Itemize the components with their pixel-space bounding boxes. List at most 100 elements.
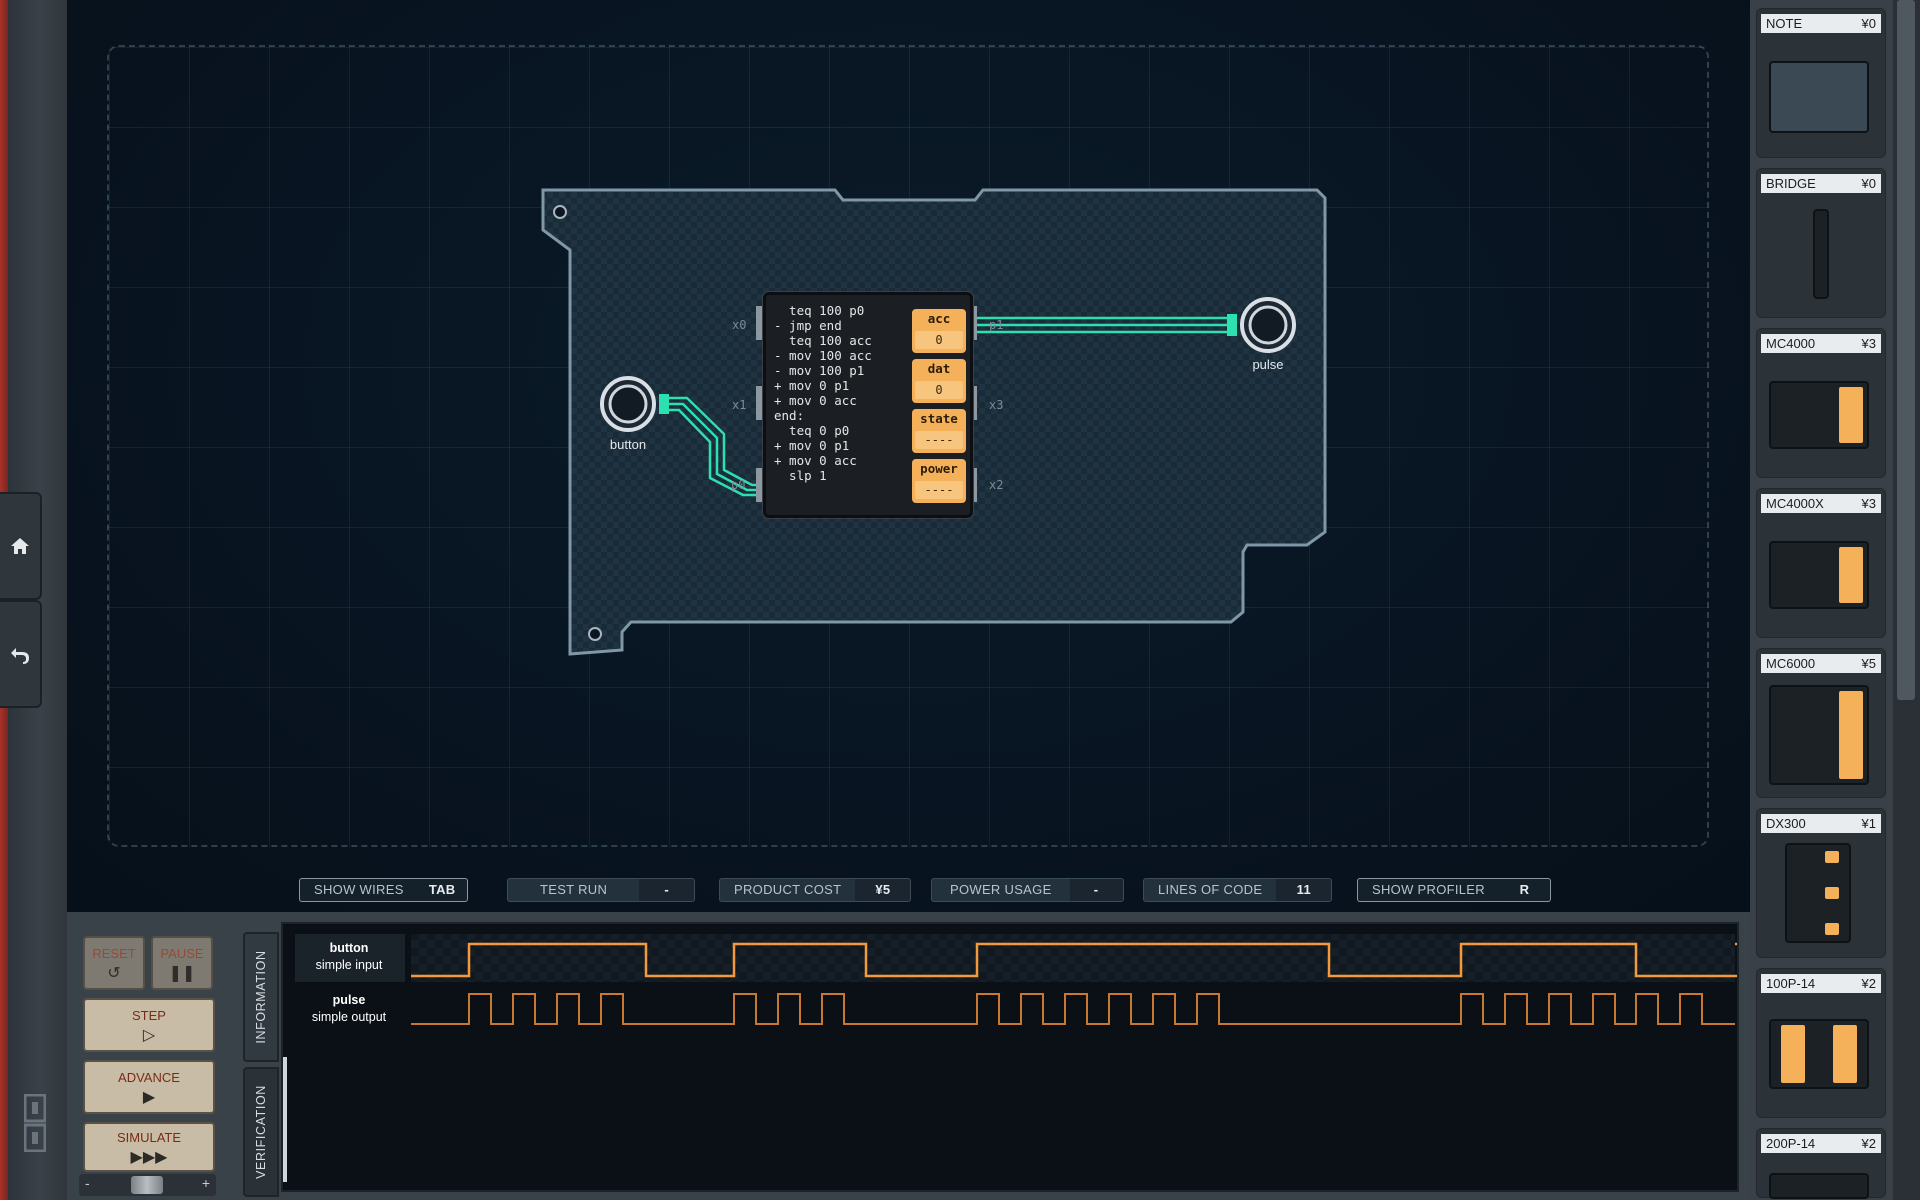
code-line: end: [774,408,805,423]
show-wires-label: SHOW WIRES [299,878,418,902]
palette-item-cost: ¥2 [1861,976,1876,991]
register-power: power ---- [912,459,966,503]
palette-item-cost: ¥1 [1861,816,1876,831]
palette-item-cost: ¥0 [1861,176,1876,191]
palette-item-mc4000x[interactable]: MC4000X ¥3 [1756,488,1886,638]
register-value: ---- [915,481,963,499]
speed-slider[interactable]: - + [79,1174,216,1196]
pause-label: PAUSE [160,946,204,961]
product-cost-value: ¥5 [855,878,912,902]
wire-p1-pulse [977,316,1235,334]
speed-minus[interactable]: - [85,1175,90,1191]
pause-button[interactable]: PAUSE ❚❚ [151,936,213,990]
show-profiler-key: R [1498,878,1551,902]
circuit-workspace[interactable]: teq 100 p0- jmp end teq 100 acc- mov 100… [67,0,1750,912]
port-label-x1: x1 [732,398,747,412]
step-label: STEP [132,1008,166,1023]
port-label-p0: p0 [731,478,746,492]
signal-name: pulse [332,993,366,1007]
palette-item-bridge[interactable]: BRIDGE¥0 [1756,168,1886,318]
fast-forward-icon: ▶▶▶ [130,1149,168,1166]
lines-of-code-stat: LINES OF CODE 11 [1143,878,1333,902]
button-label: button [609,437,647,452]
code-line: teq 100 acc [774,333,872,348]
register-name: acc [927,311,951,326]
power-usage-value: - [1069,878,1124,902]
simulation-panel: RESET ↺ PAUSE ❚❚ STEP ▷ ADVANCE ▶ SIMULA… [67,912,1750,1200]
palette-item-cost: ¥3 [1861,336,1876,351]
signal-waveforms: button simple input pulse simple output [281,922,1739,1192]
palette-item-name: MC6000 [1766,656,1816,671]
palette-item-note[interactable]: NOTE¥0 [1756,8,1886,158]
palette-item-100p-14[interactable]: 100P-14¥2 [1756,968,1886,1118]
code-line: teq 100 p0 [774,303,865,318]
board-mount-hole [553,205,567,219]
show-wires-toggle[interactable]: SHOW WIRES TAB [299,878,468,902]
lines-of-code-label: LINES OF CODE [1143,878,1277,902]
palette-item-name: MC4000X [1766,496,1824,511]
show-profiler-label: SHOW PROFILER [1357,878,1499,902]
pulse-waveform [411,993,1735,1025]
tab-verification-label: VERIFICATION [254,1085,268,1179]
code-editor[interactable]: teq 100 p0- jmp end teq 100 acc- mov 100… [774,303,872,483]
register-name: power [920,461,958,476]
pulse-label: pulse [1252,357,1284,372]
reset-button[interactable]: RESET ↺ [83,936,145,990]
tab-scroll-indicator[interactable] [283,1057,287,1182]
advance-label: ADVANCE [118,1070,180,1085]
code-line: + mov 0 p1 [774,438,850,453]
code-line: - mov 100 acc [774,348,872,363]
test-run-stat: TEST RUN - [507,878,696,902]
port-label-x3: x3 [989,398,1004,412]
register-value: ---- [915,431,963,449]
undo-icon [11,648,29,664]
status-bar: SHOW WIRES TAB TEST RUN - PRODUCT COST ¥… [67,870,1750,910]
advance-button[interactable]: ADVANCE ▶ [83,1060,215,1114]
palette-item-mc6000[interactable]: MC6000 ¥5 [1756,648,1886,798]
wire-button-p0 [662,396,757,497]
tab-verification[interactable]: VERIFICATION [243,1067,279,1197]
code-line: slp 1 [774,468,827,483]
palette-item-name: NOTE [1766,16,1803,31]
step-button[interactable]: STEP ▷ [83,998,215,1052]
palette-item-cost: ¥3 [1861,496,1876,511]
palette-item-dx300[interactable]: DX300 ¥1 [1756,808,1886,958]
register-state: state ---- [912,409,966,453]
power-usage-label: POWER USAGE [931,878,1070,902]
code-line: + mov 0 p1 [774,378,850,393]
speed-knob[interactable] [131,1176,163,1194]
test-run-label: TEST RUN [507,878,640,902]
palette-item-name: MC4000 [1766,336,1816,351]
pulse-lane [295,986,405,1034]
show-wires-key: TAB [417,878,468,902]
port-label-x2: x2 [989,478,1004,492]
port-label-p1: p1 [989,318,1004,332]
reset-icon: ↺ [107,965,121,982]
power-usage-stat: POWER USAGE - [931,878,1124,902]
tab-information[interactable]: INFORMATION [243,932,279,1062]
signal-button-label: button simple input [295,940,403,974]
palette-item-cost: ¥5 [1861,656,1876,671]
register-dat: dat 0 [912,359,966,403]
mc6000-controller[interactable]: teq 100 p0- jmp end teq 100 acc- mov 100… [763,292,973,518]
code-line: + mov 0 acc [774,453,857,468]
code-line: teq 0 p0 [774,423,850,438]
register-acc: acc 0 [912,309,966,353]
code-line: - jmp end [774,318,842,333]
palette-item-mc4000[interactable]: MC4000 ¥3 [1756,328,1886,478]
home-icon [11,538,29,554]
speed-plus[interactable]: + [201,1175,210,1191]
undo-button[interactable] [0,600,42,708]
palette-item-name: 200P-14 [1766,1136,1816,1151]
register-value: 0 [915,381,963,399]
register-value: 0 [915,331,963,349]
button-wave-background [411,934,1735,982]
palette-item-200p-14[interactable]: 200P-14¥2 [1756,1128,1886,1199]
home-button[interactable] [0,492,42,600]
simulation-controls: RESET ↺ PAUSE ❚❚ STEP ▷ ADVANCE ▶ SIMULA… [79,922,216,1196]
reset-label: RESET [92,946,136,961]
palette-item-name: DX300 [1766,816,1806,831]
simulate-button[interactable]: SIMULATE ▶▶▶ [83,1122,215,1172]
palette-scroll-thumb[interactable] [1897,0,1915,700]
show-profiler-toggle[interactable]: SHOW PROFILER R [1357,878,1551,902]
